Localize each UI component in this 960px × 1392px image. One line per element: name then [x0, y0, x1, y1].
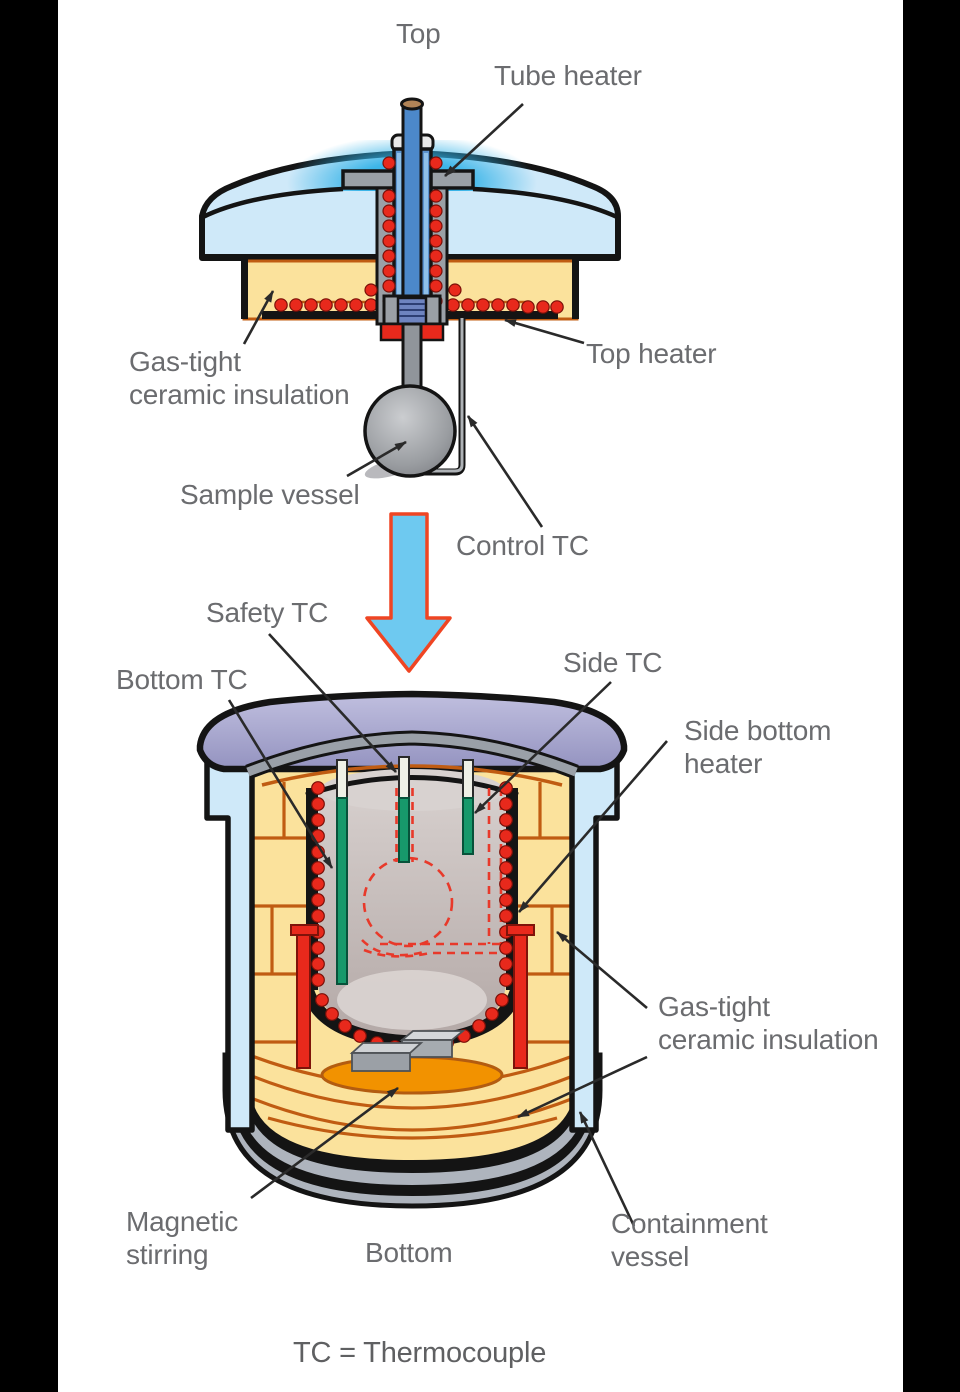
leader-arrows	[227, 103, 668, 1227]
label-bottom: Bottom	[365, 1237, 453, 1268]
sample-vessel-arrow	[346, 440, 407, 478]
safety-tc-graphic	[398, 756, 410, 863]
label-magnetic-stirring: Magnetic stirring	[126, 1206, 239, 1270]
magnetic-stirring-arrow	[250, 1086, 399, 1200]
label-gas-tight-bottom: Gas-tight ceramic insulation	[658, 991, 879, 1055]
tube-heater-arrow	[444, 103, 524, 177]
magnetic-stirrer-graphic	[320, 1030, 504, 1095]
label-gas-tight-top: Gas-tight ceramic insulation	[129, 346, 350, 410]
label-control-tc: Control TC	[456, 530, 589, 561]
label-top: Top	[396, 18, 441, 49]
label-side-tc: Side TC	[563, 647, 663, 678]
label-tube-heater: Tube heater	[494, 60, 642, 91]
label-safety-tc: Safety TC	[206, 597, 329, 628]
gas-tight-bottom-arrow-a	[556, 931, 648, 1009]
side-bottom-heater-arrow	[518, 740, 668, 913]
label-containment-vessel: Containment vessel	[611, 1208, 768, 1272]
top-lid-assembly	[199, 97, 621, 479]
top-heater-coils	[274, 298, 564, 314]
flow-down-arrow-icon	[365, 512, 452, 673]
label-top-heater: Top heater	[586, 338, 717, 369]
side-tc-graphic	[462, 759, 474, 855]
gas-tight-top-arrow	[242, 290, 275, 345]
ghost-sample-vessel	[361, 788, 503, 958]
gas-tight-bottom-arrow-b	[517, 1055, 648, 1119]
label-tc-note: TC = Thermocouple	[293, 1337, 547, 1369]
containment-vessel-arrow	[578, 1111, 636, 1227]
side-tc-arrow	[474, 681, 612, 814]
label-bottom-tc: Bottom TC	[116, 664, 248, 695]
safety-tc-arrow	[268, 633, 397, 773]
label-side-bottom-heater: Side bottom heater	[684, 715, 832, 779]
vessel-lid-graphic	[196, 690, 628, 787]
side-bottom-heater-graphic	[290, 924, 535, 1069]
containment-vessel-assembly	[196, 690, 628, 1209]
control-tc-arrow	[466, 415, 544, 528]
label-sample-vessel: Sample vessel	[180, 479, 360, 510]
bottom-tc-graphic	[336, 759, 348, 985]
bottom-tc-arrow	[227, 699, 334, 869]
top-heater-arrow	[504, 318, 585, 345]
control-tc-tube	[420, 316, 466, 476]
tube-heater-graphic	[341, 97, 475, 342]
sample-chamber	[305, 769, 519, 1042]
